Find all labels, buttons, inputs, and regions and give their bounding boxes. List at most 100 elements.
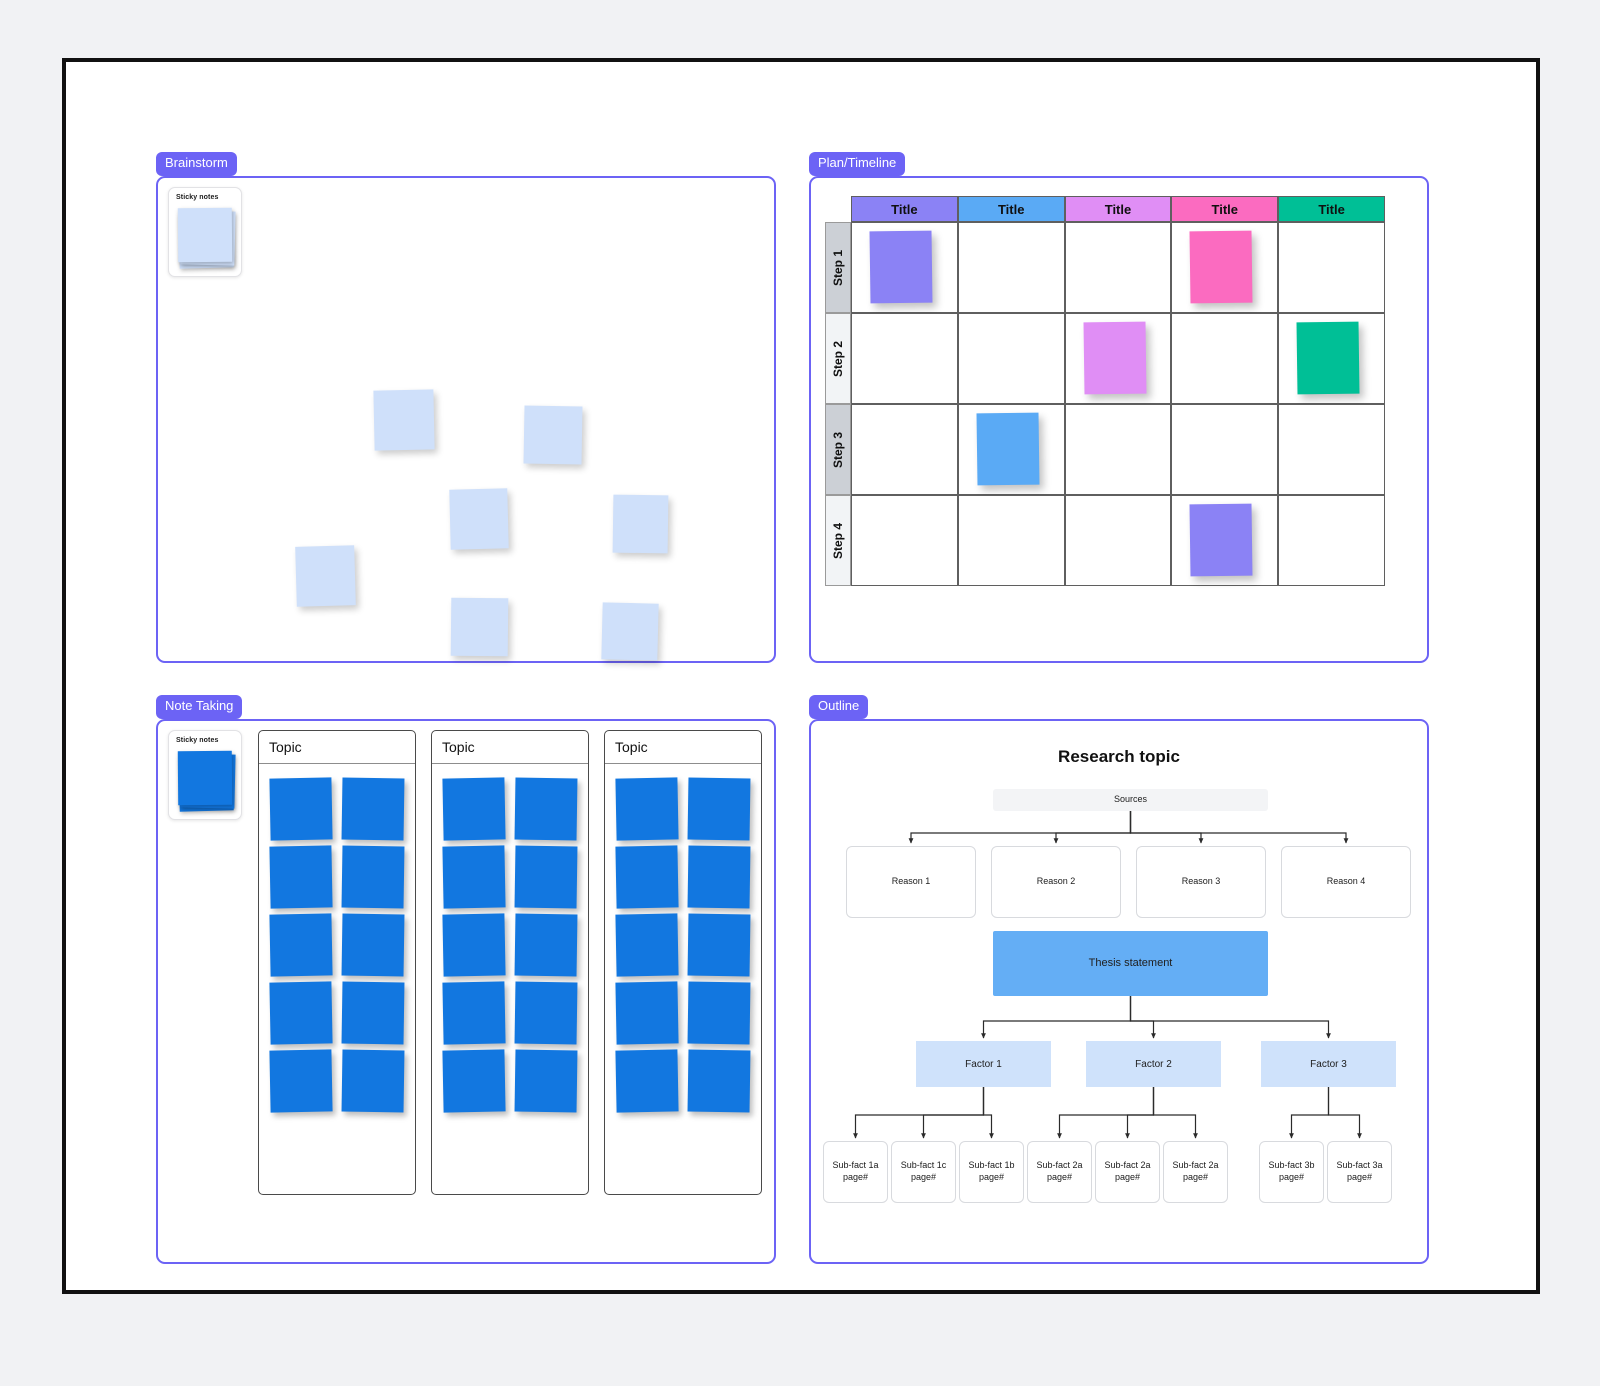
grid-cell[interactable]: [1278, 313, 1385, 404]
subfact-node-1[interactable]: Sub-fact 1a page#: [823, 1141, 888, 1203]
sticky-note[interactable]: [601, 602, 659, 661]
subfact-node-4[interactable]: Sub-fact 2a page#: [1027, 1141, 1092, 1203]
sticky-note[interactable]: [442, 913, 506, 977]
topic-column-3[interactable]: Topic: [604, 730, 762, 1195]
sticky-note[interactable]: [442, 845, 506, 909]
sticky-note[interactable]: [341, 845, 405, 909]
grid-cell[interactable]: [1278, 404, 1385, 495]
sticky-note[interactable]: [687, 777, 751, 841]
subfact-node-3[interactable]: Sub-fact 1b page#: [959, 1141, 1024, 1203]
subfact-node-7[interactable]: Sub-fact 3b page#: [1259, 1141, 1324, 1203]
subfact-node-8[interactable]: Sub-fact 3a page#: [1327, 1141, 1392, 1203]
sticky-note[interactable]: [373, 389, 435, 451]
grid-cell[interactable]: [1064, 222, 1172, 313]
sticky-note[interactable]: [523, 405, 583, 465]
sticky-note[interactable]: [177, 207, 233, 263]
sources-node[interactable]: Sources: [993, 789, 1268, 811]
reason-node-4[interactable]: Reason 4: [1281, 846, 1411, 918]
grid-cell[interactable]: [851, 495, 958, 586]
sticky-note[interactable]: [341, 913, 405, 977]
sticky-note[interactable]: [341, 777, 405, 841]
sticky-note[interactable]: [615, 1049, 679, 1113]
reason-node-1[interactable]: Reason 1: [846, 846, 976, 918]
row-header-step-1[interactable]: Step 1: [825, 222, 851, 313]
sticky-note[interactable]: [269, 845, 333, 909]
sticky-note-palette-brainstorm[interactable]: Sticky notes: [168, 187, 242, 277]
sticky-note[interactable]: [450, 597, 509, 657]
grid-cell[interactable]: [1171, 495, 1279, 586]
grid-cell[interactable]: [851, 222, 958, 313]
sticky-note[interactable]: [449, 488, 509, 550]
sticky-note[interactable]: [514, 981, 578, 1045]
topic-column-1[interactable]: Topic: [258, 730, 416, 1195]
factor-node-1[interactable]: Factor 1: [916, 1041, 1051, 1087]
grid-cell[interactable]: [1278, 222, 1385, 313]
sticky-note[interactable]: [514, 845, 578, 909]
column-header-2[interactable]: Title: [957, 196, 1065, 222]
grid-cell[interactable]: [957, 222, 1065, 313]
factor-node-2[interactable]: Factor 2: [1086, 1041, 1221, 1087]
sticky-note[interactable]: [442, 1049, 506, 1113]
column-header-3[interactable]: Title: [1064, 196, 1172, 222]
sticky-note[interactable]: [687, 913, 751, 977]
grid-cell[interactable]: [957, 404, 1065, 495]
sticky-note[interactable]: [341, 981, 405, 1045]
grid-cell[interactable]: [957, 313, 1065, 404]
topic-column-2[interactable]: Topic: [431, 730, 589, 1195]
sticky-note[interactable]: [612, 494, 669, 554]
column-header-5[interactable]: Title: [1278, 196, 1385, 222]
sticky-note[interactable]: [976, 412, 1040, 486]
factor-node-3[interactable]: Factor 3: [1261, 1041, 1396, 1087]
grid-cell[interactable]: [851, 313, 958, 404]
sticky-note[interactable]: [1296, 321, 1360, 395]
grid-cell[interactable]: [1171, 222, 1279, 313]
column-header-1[interactable]: Title: [851, 196, 958, 222]
sticky-note[interactable]: [442, 981, 506, 1045]
row-header-step-2[interactable]: Step 2: [825, 313, 851, 404]
subfact-node-2[interactable]: Sub-fact 1c page#: [891, 1141, 956, 1203]
row-header-step-4[interactable]: Step 4: [825, 495, 851, 586]
sticky-note[interactable]: [1189, 230, 1253, 304]
sticky-note[interactable]: [687, 1049, 751, 1113]
sticky-note[interactable]: [514, 913, 578, 977]
sticky-note-stack[interactable]: [177, 750, 236, 812]
sticky-note-stack[interactable]: [177, 207, 236, 269]
panel-brainstorm[interactable]: Sticky notes: [156, 176, 776, 663]
grid-cell[interactable]: [957, 495, 1065, 586]
row-header-step-3[interactable]: Step 3: [825, 404, 851, 495]
topic-column-title[interactable]: Topic: [259, 731, 415, 764]
sticky-note[interactable]: [269, 1049, 333, 1113]
topic-column-title[interactable]: Topic: [605, 731, 761, 764]
subfact-node-5[interactable]: Sub-fact 2a page#: [1095, 1141, 1160, 1203]
grid-cell[interactable]: [1278, 495, 1385, 586]
thesis-statement-node[interactable]: Thesis statement: [993, 931, 1268, 996]
sticky-note[interactable]: [269, 913, 333, 977]
grid-cell[interactable]: [1171, 313, 1279, 404]
sticky-note[interactable]: [687, 845, 751, 909]
sticky-note[interactable]: [687, 981, 751, 1045]
sticky-note[interactable]: [514, 1049, 578, 1113]
sticky-note[interactable]: [341, 1049, 405, 1113]
sticky-note-palette-notes[interactable]: Sticky notes: [168, 730, 242, 820]
sticky-note[interactable]: [869, 230, 933, 304]
grid-cell[interactable]: [1064, 313, 1172, 404]
reason-node-3[interactable]: Reason 3: [1136, 846, 1266, 918]
sticky-note[interactable]: [615, 981, 679, 1045]
subfact-node-6[interactable]: Sub-fact 2a page#: [1163, 1141, 1228, 1203]
sticky-note[interactable]: [1083, 321, 1147, 395]
topic-column-title[interactable]: Topic: [432, 731, 588, 764]
sticky-note[interactable]: [615, 845, 679, 909]
sticky-note[interactable]: [269, 981, 333, 1045]
grid-cell[interactable]: [1171, 404, 1279, 495]
grid-cell[interactable]: [1064, 404, 1172, 495]
panel-note-taking[interactable]: Sticky notes Topic Topic Topic: [156, 719, 776, 1264]
sticky-note[interactable]: [269, 777, 333, 841]
grid-cell[interactable]: [1064, 495, 1172, 586]
reason-node-2[interactable]: Reason 2: [991, 846, 1121, 918]
sticky-note[interactable]: [177, 750, 233, 806]
grid-cell[interactable]: [851, 404, 958, 495]
sticky-note[interactable]: [615, 913, 679, 977]
